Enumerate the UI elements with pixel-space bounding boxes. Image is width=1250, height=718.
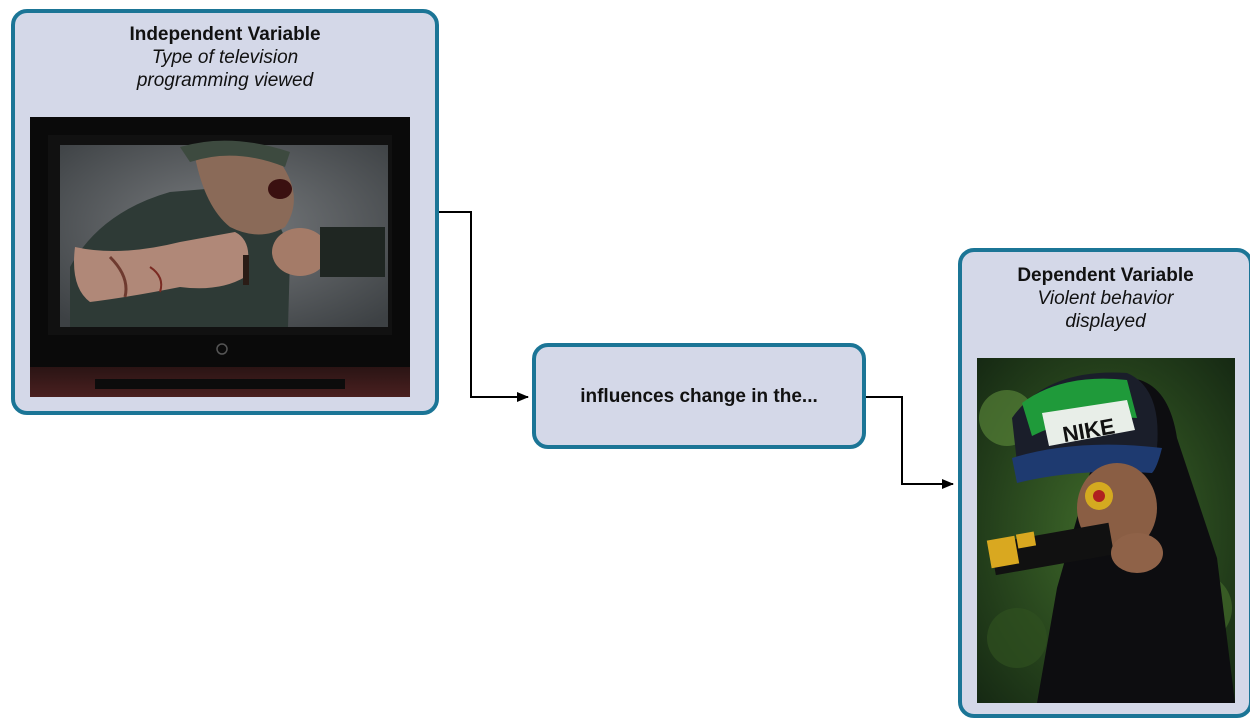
arrow-iv-to-middle (439, 211, 529, 402)
dependent-variable-box: Dependent Variable Violent behavior disp… (958, 248, 1250, 718)
dependent-variable-title: Dependent Variable (1017, 265, 1194, 286)
influence-label: influences change in the... (580, 386, 818, 407)
child-toy-gun-photo: NIKE (977, 358, 1235, 703)
independent-variable-title: Independent Variable (129, 24, 321, 45)
dependent-variable-subtitle-line2: displayed (1065, 311, 1146, 332)
television-violence-photo (30, 117, 410, 397)
independent-variable-box: Independent Variable Type of television … (11, 9, 439, 415)
dependent-variable-subtitle-line1: Violent behavior (1037, 288, 1174, 309)
independent-variable-subtitle-line1: Type of television (151, 47, 299, 68)
influence-box: influences change in the... (532, 343, 866, 449)
arrow-middle-to-dv (866, 396, 954, 489)
independent-variable-subtitle-line2: programming viewed (136, 70, 314, 91)
